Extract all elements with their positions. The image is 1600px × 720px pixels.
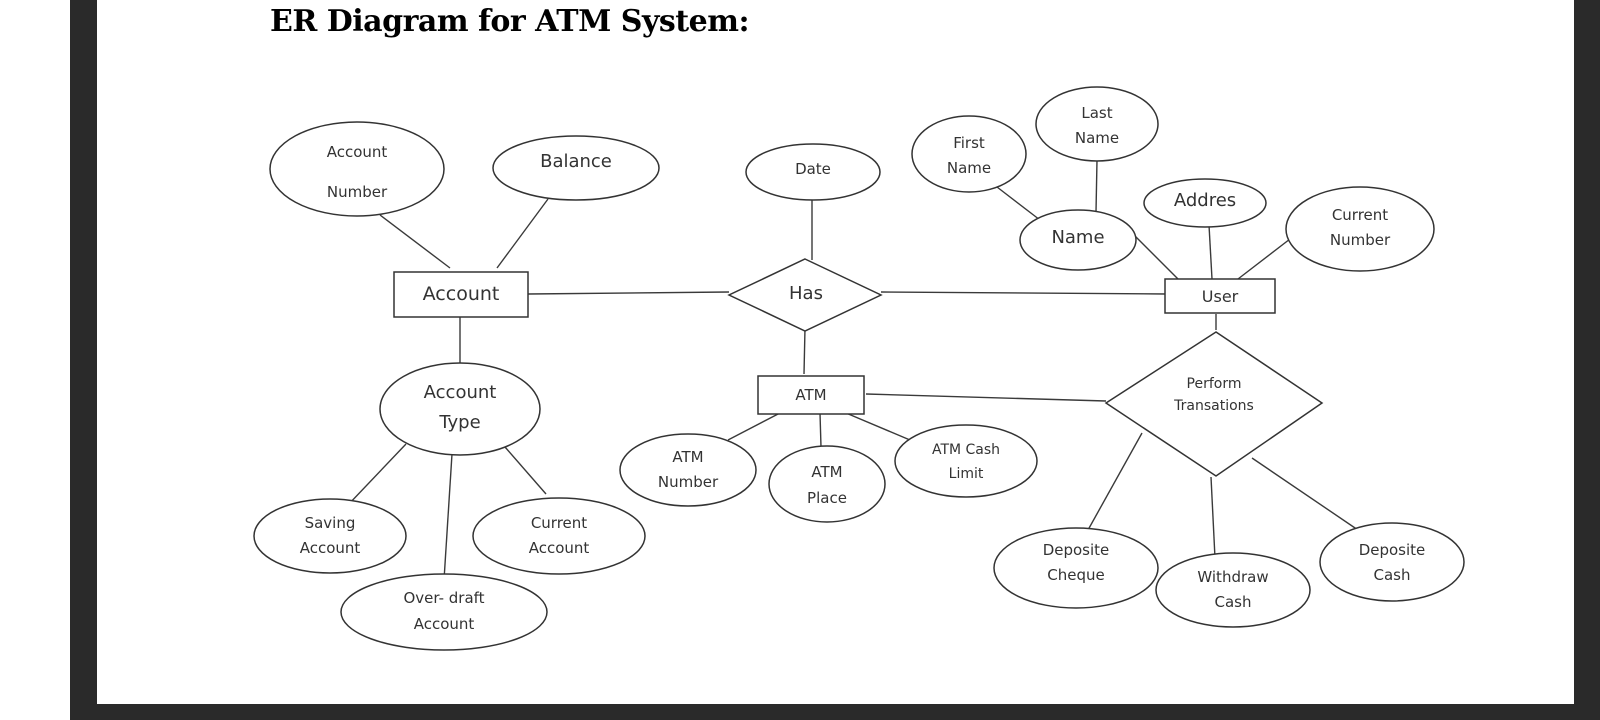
svg-text:Place: Place: [807, 489, 847, 507]
svg-text:Perform: Perform: [1187, 376, 1242, 392]
entity-atm: ATM: [757, 375, 865, 415]
svg-text:Account: Account: [327, 143, 388, 161]
attribute-saving-account: Saving Account: [253, 498, 407, 574]
svg-text:ATM Cash: ATM Cash: [932, 442, 1000, 458]
svg-text:Name: Name: [947, 159, 991, 177]
attribute-current-account: Current Account: [472, 497, 646, 575]
relationship-has-label: Has: [789, 283, 823, 304]
svg-text:ATM: ATM: [672, 448, 703, 466]
svg-text:Current: Current: [1332, 206, 1388, 224]
svg-text:Type: Type: [438, 412, 480, 433]
svg-text:Number: Number: [658, 473, 719, 491]
attribute-deposite-cash: Deposite Cash: [1319, 522, 1465, 602]
svg-text:ATM: ATM: [811, 463, 842, 481]
svg-text:Deposite: Deposite: [1359, 541, 1426, 559]
page-title: ER Diagram for ATM System:: [270, 4, 750, 39]
svg-text:Current: Current: [531, 514, 587, 532]
connector-lines: [346, 159, 1359, 581]
svg-text:Cash: Cash: [1374, 566, 1411, 584]
entity-atm-label: ATM: [795, 386, 826, 404]
attribute-deposite-cheque: Deposite Cheque: [993, 527, 1159, 609]
svg-text:Account: Account: [300, 539, 361, 557]
attribute-date: Date: [745, 143, 881, 201]
relationship-has: Has: [727, 258, 883, 332]
attribute-overdraft-account: Over- draft Account: [340, 573, 548, 651]
svg-text:Date: Date: [795, 160, 831, 178]
attribute-account-type: Account Type: [379, 362, 541, 456]
svg-text:Last: Last: [1081, 104, 1112, 122]
svg-text:Cash: Cash: [1215, 593, 1252, 611]
attribute-withdraw-cash: Withdraw Cash: [1155, 552, 1311, 628]
entity-user-label: User: [1202, 287, 1239, 306]
attribute-current-number: Current Number: [1285, 186, 1435, 272]
svg-text:Number: Number: [1330, 231, 1391, 249]
attribute-atm-place: ATM Place: [768, 445, 886, 523]
svg-text:Name: Name: [1075, 129, 1119, 147]
attribute-last-name: Last Name: [1035, 86, 1159, 162]
attribute-atm-cash-limit: ATM Cash Limit: [894, 424, 1038, 498]
entity-account: Account: [393, 271, 529, 318]
svg-text:Deposite: Deposite: [1043, 541, 1110, 559]
attribute-account-number: Account Number: [269, 121, 445, 217]
svg-text:Account: Account: [414, 615, 475, 633]
svg-text:Limit: Limit: [949, 466, 984, 482]
left-dark-border: [70, 0, 97, 720]
attribute-first-name: First Name: [911, 115, 1027, 193]
attribute-atm-number: ATM Number: [619, 433, 757, 507]
attribute-balance: Balance: [492, 135, 660, 201]
svg-text:Saving: Saving: [305, 514, 356, 532]
entity-account-label: Account: [423, 283, 500, 305]
svg-text:Name: Name: [1051, 227, 1104, 248]
right-dark-border: [1574, 0, 1600, 720]
svg-text:Number: Number: [327, 183, 388, 201]
entity-user: User: [1164, 278, 1276, 314]
svg-text:Withdraw: Withdraw: [1197, 568, 1268, 586]
svg-text:Account: Account: [529, 539, 590, 557]
svg-text:First: First: [953, 134, 985, 152]
svg-text:Balance: Balance: [540, 151, 612, 172]
svg-text:Over- draft: Over- draft: [403, 589, 484, 607]
svg-text:Cheque: Cheque: [1047, 566, 1104, 584]
relationship-perform-transations: Perform Transations: [1104, 331, 1324, 477]
bottom-dark-border: [70, 704, 1600, 720]
svg-text:Addres: Addres: [1174, 190, 1236, 211]
attribute-name: Name: [1019, 209, 1137, 271]
attribute-address: Addres: [1143, 178, 1267, 228]
svg-text:Transations: Transations: [1173, 398, 1254, 414]
svg-text:Account: Account: [424, 382, 497, 403]
